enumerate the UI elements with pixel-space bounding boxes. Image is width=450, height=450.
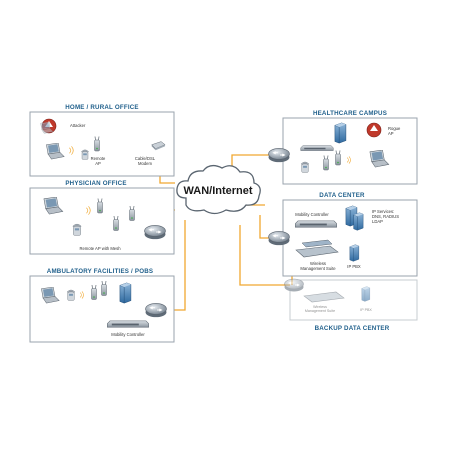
modem-label-1: Cable/DSL xyxy=(135,156,156,161)
dc-ip-pbx-label: IP PBX xyxy=(347,264,361,269)
campus-router-icon xyxy=(268,147,290,163)
wan-cloud: WAN/Internet xyxy=(176,164,261,215)
backup-ip-pbx-label: IP PBX xyxy=(360,308,372,312)
dc-router-icon xyxy=(268,230,290,246)
link-backup xyxy=(239,225,290,286)
section-data-center: DATA CENTER Mobility Controller IP Servi… xyxy=(282,192,418,277)
wan-internet-label: WAN/Internet xyxy=(183,185,252,197)
rogue-ap-label-1: Rogue xyxy=(388,126,401,131)
healthcare-campus-title: HEALTHCARE CAMPUS xyxy=(313,110,387,117)
dc-ip-pbx-icon xyxy=(349,244,360,262)
home-remote-ap-label-1: Remote xyxy=(91,156,106,161)
attacker-icon xyxy=(40,118,57,134)
section-home-office: HOME / RURAL OFFICE Attacker Remote AP C… xyxy=(29,104,175,177)
dc-server-icon-2 xyxy=(353,212,364,231)
backup-router-icon xyxy=(284,278,304,292)
dc-controller-label: Mobility Controller xyxy=(295,212,329,217)
dc-wireless-mgmt-label-2: Management Suite xyxy=(300,266,336,271)
ambulatory-title: AMBULATORY FACILITIES / POBS xyxy=(47,268,153,275)
physician-office-title: PHYSICIAN OFFICE xyxy=(65,180,126,187)
rogue-ap-label-2: AP xyxy=(388,131,394,136)
section-physician-office: PHYSICIAN OFFICE Remote AP with Mesh xyxy=(29,180,175,255)
backup-wireless-mgmt-icon xyxy=(303,291,345,303)
campus-server-icon xyxy=(334,122,347,144)
dc-controller-icon xyxy=(294,220,338,228)
campus-controller-icon xyxy=(300,145,334,152)
dc-ip-services-3: LDAP xyxy=(372,219,383,224)
modem-label-2: Modem xyxy=(138,161,152,166)
rogue-ap-icon xyxy=(366,122,382,138)
ambulatory-server-icon xyxy=(119,282,132,304)
backup-ip-pbx-icon xyxy=(361,286,371,302)
remote-ap-mesh-label: Remote AP with Mesh xyxy=(79,246,121,251)
section-backup-data-center: Wireless Management Suite IP PBX xyxy=(284,278,418,321)
dc-ip-services-1: IP Services: xyxy=(372,209,394,214)
home-remote-ap-label-2: AP xyxy=(95,161,101,166)
ambulatory-controller-label: Mobility Controller xyxy=(111,332,145,337)
physician-router-icon xyxy=(144,224,166,240)
ambulatory-router-icon xyxy=(145,302,167,318)
dc-ip-services-2: DNS, RADIUS xyxy=(372,214,399,219)
dc-wireless-mgmt-icon xyxy=(295,239,339,258)
healthcare-campus-box xyxy=(282,117,418,185)
ambulatory-controller-icon xyxy=(106,320,150,328)
attacker-label: Attacker xyxy=(70,123,86,128)
backup-wireless-mgmt-label-2: Management Suite xyxy=(305,309,335,313)
dc-wireless-mgmt-label-1: Wireless xyxy=(310,261,326,266)
backup-wireless-mgmt-label-1: Wireless xyxy=(313,305,327,309)
section-healthcare-campus: HEALTHCARE CAMPUS Rogue AP xyxy=(282,110,418,185)
backup-data-center-title: BACKUP DATA CENTER xyxy=(315,325,390,332)
data-center-title: DATA CENTER xyxy=(319,192,365,199)
home-office-title: HOME / RURAL OFFICE xyxy=(65,104,138,111)
